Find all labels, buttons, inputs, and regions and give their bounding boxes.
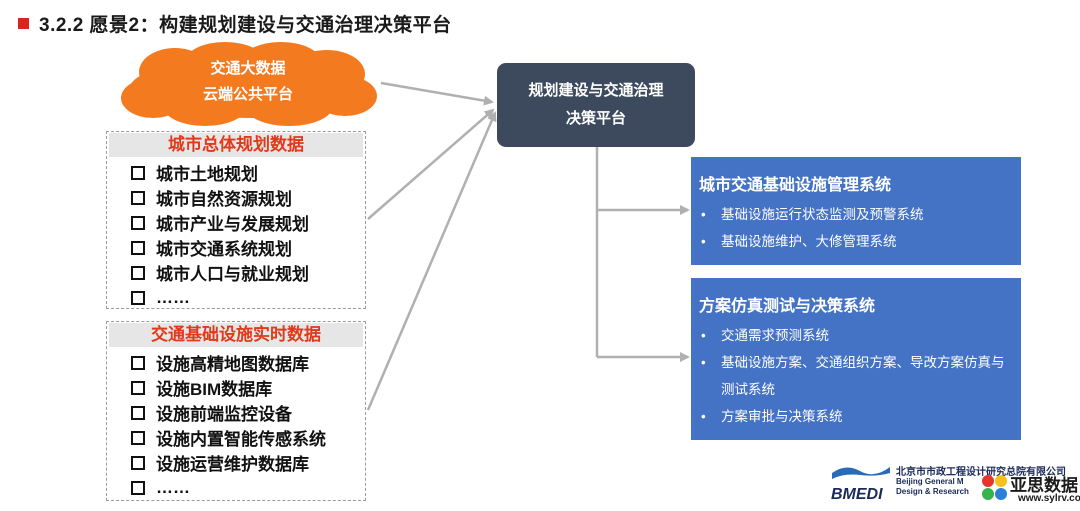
cloud-line-2: 云端公共平台 — [202, 86, 293, 103]
platform-line-2: 决策平台 — [565, 110, 626, 127]
checkbox-icon — [131, 265, 145, 280]
list-item: 城市自然资源规划 — [107, 185, 365, 210]
planning-data-list: 城市总体规划数据 城市土地规划 城市自然资源规划 城市产业与发展规划 城市交通系… — [106, 131, 366, 309]
checkbox-icon — [131, 480, 145, 495]
bullet-icon: • — [701, 355, 706, 370]
bullet-icon: • — [701, 328, 706, 343]
bullet-icon: • — [701, 234, 706, 249]
company-logo: BMEDI 北京市市政工程设计研究总院有限公司 Beijing General … — [830, 461, 1080, 507]
bullet-icon: • — [701, 409, 706, 424]
checkbox-icon — [131, 215, 145, 230]
list-item: …… — [107, 285, 365, 310]
checkbox-icon — [131, 455, 145, 470]
planning-data-header: 城市总体规划数据 — [109, 133, 363, 157]
bullet-icon: • — [701, 207, 706, 222]
platform-line-1: 规划建设与交通治理 — [528, 82, 664, 99]
list-item: 城市人口与就业规划 — [107, 260, 365, 285]
list-item: 设施前端监控设备 — [107, 400, 365, 425]
list-item: 设施运营维护数据库 — [107, 450, 365, 475]
checkbox-icon — [131, 355, 145, 370]
list-item: 城市交通系统规划 — [107, 235, 365, 260]
management-system-title: 城市交通基础设施管理系统 — [699, 177, 892, 194]
company-name-cn: 北京市市政工程设计研究总院有限公司 — [896, 467, 1066, 478]
checkbox-icon — [131, 380, 145, 395]
list-item: 城市土地规划 — [107, 160, 365, 185]
checkbox-icon — [131, 430, 145, 445]
svg-text:BMEDI: BMEDI — [831, 486, 883, 503]
title-square-icon — [18, 17, 29, 29]
checkbox-icon — [131, 240, 145, 255]
list-item: •交通需求预测系统 — [699, 322, 1011, 349]
list-item: …… — [107, 475, 365, 500]
list-item: •方案审批与决策系统 — [699, 403, 1011, 430]
watermark-text: 亚思数据 — [1010, 476, 1078, 495]
watermark: 亚思数据 www.sylrv.com — [982, 469, 1080, 505]
big-data-cloud: 交通大数据 云端公共平台 — [113, 40, 383, 128]
watermark-url: www.sylrv.com — [1018, 493, 1080, 504]
infrastructure-data-list: 交通基础设施实时数据 设施高精地图数据库 设施BIM数据库 设施前端监控设备 设… — [106, 321, 366, 501]
list-item: •基础设施维护、大修管理系统 — [699, 228, 1011, 255]
checkbox-icon — [131, 165, 145, 180]
company-name-en-line1: Beijing General M — [896, 477, 964, 486]
list-item: •基础设施方案、交通组织方案、导改方案仿真与测试系统 — [699, 349, 1011, 403]
infrastructure-data-header: 交通基础设施实时数据 — [109, 323, 363, 347]
checkbox-icon — [131, 405, 145, 420]
management-system-box: 城市交通基础设施管理系统 •基础设施运行状态监测及预警系统 •基础设施维护、大修… — [691, 157, 1021, 265]
list-item: 设施内置智能传感系统 — [107, 425, 365, 450]
simulation-system-box: 方案仿真测试与决策系统 •交通需求预测系统 •基础设施方案、交通组织方案、导改方… — [691, 278, 1021, 440]
simulation-system-title: 方案仿真测试与决策系统 — [699, 298, 876, 315]
checkbox-icon — [131, 190, 145, 205]
cloud-shape-icon — [121, 42, 377, 126]
planning-to-platform-arrow — [367, 108, 495, 220]
watermark-dots-icon — [982, 475, 1010, 503]
list-item: 城市产业与发展规划 — [107, 210, 365, 235]
checkbox-icon — [131, 290, 145, 305]
cloud-line-1: 交通大数据 — [210, 60, 286, 77]
bmedi-logo-icon: BMEDI — [831, 467, 890, 503]
list-item: 设施高精地图数据库 — [107, 350, 365, 375]
infrastructure-to-platform-arrow — [366, 111, 497, 411]
list-item: 设施BIM数据库 — [107, 375, 365, 400]
slide-title-text: 3.2.2 愿景2：构建规划建设与交通治理决策平台 — [39, 14, 452, 36]
slide-title: 3.2.2 愿景2：构建规划建设与交通治理决策平台 — [18, 10, 452, 36]
cloud-to-platform-arrow — [380, 81, 494, 106]
decision-platform-box: 规划建设与交通治理 决策平台 — [497, 63, 695, 147]
company-name-en-line2: Design & Research — [896, 487, 969, 496]
list-item: •基础设施运行状态监测及预警系统 — [699, 201, 1011, 228]
